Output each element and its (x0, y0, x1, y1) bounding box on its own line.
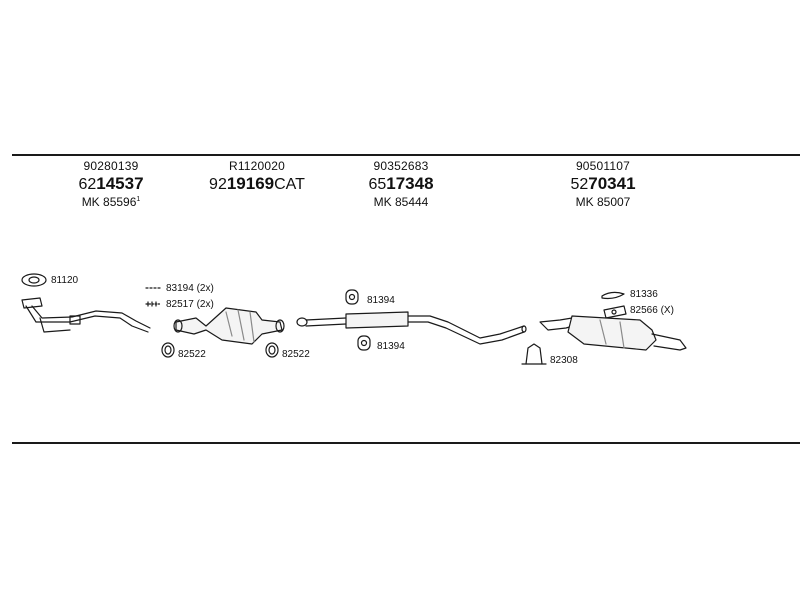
part-group-catalyst: R1120020 9219169CAT (182, 160, 332, 193)
code-main: 14537 (96, 173, 144, 193)
label-bracket-rear: 82566 (X) (630, 305, 674, 316)
part-group-front-pipe: 90280139 6214537 MK 855961 (36, 160, 186, 209)
ring-right-icon (265, 342, 279, 358)
label-ring-left: 82522 (178, 349, 206, 360)
part-number: R1120020 (228, 159, 286, 173)
code-prefix: 52 (570, 175, 589, 193)
code-suffix: CAT (274, 175, 305, 193)
label-clamp-a: 83194 (2x) (166, 283, 214, 294)
mk-note: 1 (136, 196, 141, 204)
clamp-bolt-icon (145, 287, 161, 307)
part-group-rear-silencer: 90501107 5270341 MK 85007 (528, 160, 678, 209)
code-prefix: 92 (209, 175, 227, 193)
code-main: 70341 (588, 173, 636, 193)
ring-left-icon (161, 342, 175, 358)
article-code: 6214537 (36, 173, 186, 194)
article-code: 9219169CAT (182, 173, 332, 194)
label-clamp-rear: 81336 (630, 289, 658, 300)
mk-label: MK 85444 (373, 195, 429, 210)
label-clamp-b: 82517 (2x) (166, 299, 214, 310)
label-gasket-front: 81120 (51, 275, 79, 286)
label-ring-rear: 82308 (550, 355, 578, 366)
code-prefix: 65 (368, 175, 387, 193)
rear-silencer-icon (539, 315, 687, 351)
part-group-middle-silencer: 90352683 6517348 MK 85444 (326, 160, 476, 209)
part-number: 90501107 (575, 159, 631, 173)
catalyst-icon (173, 307, 285, 345)
bracket-rear-icon (603, 305, 627, 319)
part-number: 90280139 (83, 159, 139, 173)
ring-rear-icon (521, 343, 547, 365)
gasket-front-icon (21, 273, 47, 287)
hanger-top-icon (345, 289, 359, 305)
hanger-bottom-icon (357, 335, 371, 351)
code-prefix: 62 (78, 175, 97, 193)
middle-silencer-icon (296, 311, 527, 345)
article-code: 6517348 (326, 173, 476, 194)
code-main: 17348 (386, 173, 434, 193)
top-rule (12, 154, 800, 156)
clamp-rear-icon (601, 291, 625, 300)
label-hanger-bottom: 81394 (377, 341, 405, 352)
part-number: 90352683 (373, 159, 429, 173)
article-code: 5270341 (528, 173, 678, 194)
bottom-rule (12, 442, 800, 444)
front-pipe-icon (21, 297, 151, 333)
code-main: 19169 (226, 173, 275, 193)
mk-code: MK 855961 (36, 196, 186, 209)
mk-code: MK 85007 (528, 196, 678, 209)
label-ring-right: 82522 (282, 349, 310, 360)
mk-label: MK 85596 (81, 195, 137, 210)
label-hanger-top: 81394 (367, 295, 395, 306)
mk-code: MK 85444 (326, 196, 476, 209)
mk-label: MK 85007 (575, 195, 631, 210)
